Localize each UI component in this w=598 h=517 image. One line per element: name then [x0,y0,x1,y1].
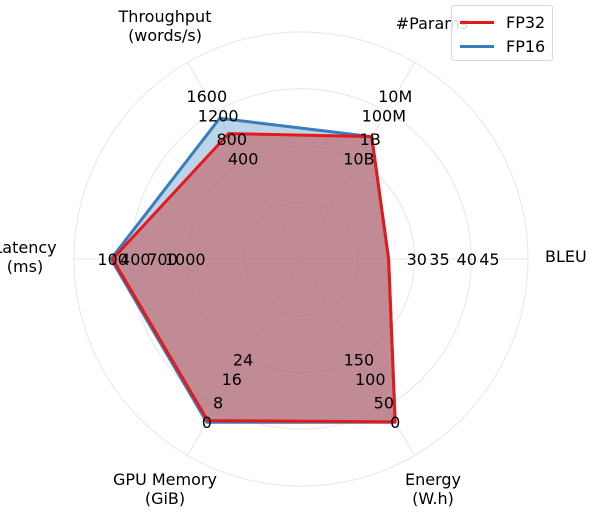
tick-label-params-3: 10M [378,87,412,106]
axis-label-latency-line-1: (ms) [7,257,43,276]
axis-label-gpu_memory-line-0: GPU Memory [113,470,217,489]
tick-label-gpu_memory-0: 24 [233,350,253,369]
legend-item-fp16: FP16 [460,36,545,56]
tick-label-throughput-2: 1200 [198,106,239,125]
tick-label-throughput-0: 400 [228,150,259,169]
tick-label-energy-1: 100 [355,370,386,389]
tick-label-params-0: 10B [343,150,374,169]
legend: FP32 FP16 [451,5,553,61]
axis-label-params: #Params [396,14,468,33]
axis-label-energy-line-1: (W.h) [412,489,454,508]
axis-label-bleu: BLEU [545,247,587,266]
tick-label-gpu_memory-3: 0 [202,413,212,432]
legend-label-fp16: FP16 [506,36,546,56]
series-area-fp32 [112,133,396,422]
tick-label-energy-2: 50 [374,394,394,413]
tick-label-bleu-0: 30 [407,250,427,269]
tick-label-params-2: 100M [362,106,406,125]
axis-label-gpu_memory-line-1: (GiB) [145,489,185,508]
axis-label-energy-line-0: Energy [405,470,461,489]
legend-item-fp32: FP32 [460,12,545,32]
tick-label-energy-0: 150 [344,350,375,369]
tick-label-latency-0: 1000 [165,250,206,269]
legend-line-fp32 [460,20,494,24]
legend-label-fp32: FP32 [506,12,546,32]
tick-label-gpu_memory-1: 16 [222,370,242,389]
tick-label-params-1: 1B [360,130,381,149]
tick-label-throughput-3: 1600 [186,87,227,106]
tick-label-gpu_memory-2: 8 [213,394,223,413]
tick-label-throughput-1: 800 [216,130,247,149]
tick-label-bleu-2: 40 [457,250,477,269]
tick-label-latency-1: 700 [147,250,178,269]
tick-label-latency-2: 400 [120,250,151,269]
axis-label-throughput-line-0: Throughput [118,7,212,26]
axis-label-latency-line-0: Latency [0,238,57,257]
tick-label-bleu-1: 35 [429,250,449,269]
axis-label-throughput-line-1: (words/s) [128,26,202,45]
legend-line-fp16 [460,44,494,48]
tick-label-energy-3: 0 [390,413,400,432]
tick-label-bleu-3: 45 [479,250,499,269]
series-line-fp32 [111,132,397,424]
tick-label-latency-3: 100 [97,250,128,269]
